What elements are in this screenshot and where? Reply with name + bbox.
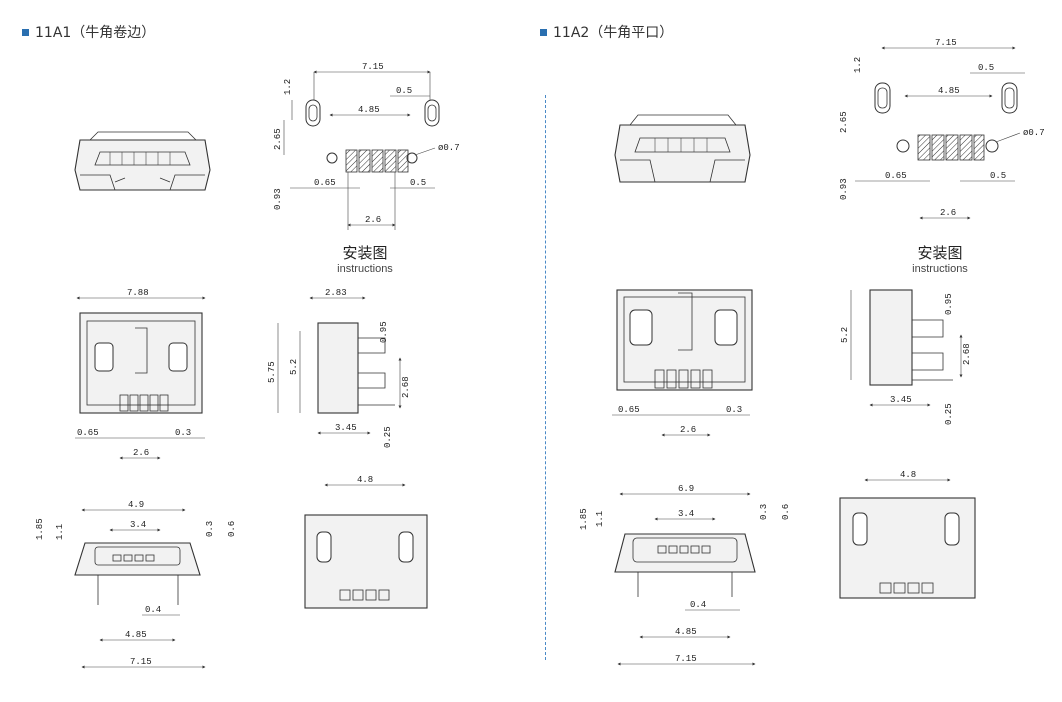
dim-label: 0.65 [885,171,907,181]
dim-label: 4.8 [900,470,916,480]
dim-label: 0.25 [383,426,393,448]
dim-label: 0.93 [273,188,283,210]
dim-label: 0.3 [759,504,769,520]
dim-label: 5.2 [289,359,299,375]
dim-label: 0.5 [978,63,994,73]
back-view-left: 4.8 [304,475,428,609]
install-caption-right: 安装图 instructions [895,242,985,275]
dim-label: 4.85 [675,627,697,637]
dim-label: 7.15 [675,654,697,664]
dim-label: 5.75 [267,361,277,383]
dim-label: 0.65 [618,405,640,415]
section-title-11a1: 11A1（牛角卷边） [22,22,155,42]
top-view-right: 0.65 0.3 2.6 [612,289,753,437]
dim-label: 4.85 [358,105,380,115]
dim-label: 7.15 [130,657,152,667]
side-view-left: 2.83 5.75 5.2 0.95 2.68 0.25 3.45 [267,288,411,448]
dim-label: 2.6 [133,448,149,458]
dim-label: 0.3 [175,428,191,438]
dim-label: 0.3 [726,405,742,415]
dim-label: 7.15 [935,38,957,48]
dim-label: 0.5 [396,86,412,96]
section-title-text: 11A2（牛角平口） [553,25,674,41]
caption-zh: 安装图 [917,244,963,262]
dim-label: 2.6 [680,425,696,435]
dim-label: 3.4 [130,520,146,530]
dim-label: 2.68 [401,376,411,398]
dim-label: 0.5 [990,171,1006,181]
back-view-right: 4.8 [839,470,976,599]
footprint-right: 7.15 0.5 4.85 1.2 2.65 0.93 ø0.7 0.65 0.… [839,38,1045,220]
dim-label: 2.65 [839,111,849,133]
dim-label: 0.6 [227,521,237,537]
dim-label: 1.2 [853,57,863,73]
dim-label: ø0.7 [1023,128,1045,138]
dim-label: 7.88 [127,288,149,298]
caption-en: instructions [912,263,968,275]
dim-label: 1.85 [35,518,45,540]
dim-label: 1.1 [55,524,65,540]
dim-label: 0.4 [690,600,706,610]
section-title-11a2: 11A2（牛角平口） [540,22,673,42]
dim-label: 3.45 [890,395,912,405]
dim-label: 0.65 [77,428,99,438]
dim-label: 2.65 [273,128,283,150]
footprint-left: 7.15 4.85 0.5 1.2 2.65 0.93 ø0.7 0.65 0.… [273,62,460,230]
dim-label: 0.4 [145,605,161,615]
dim-label: 2.6 [365,215,381,225]
dim-label: 1.1 [595,511,605,527]
section-title-text: 11A1（牛角卷边） [35,25,156,41]
dim-label: 0.95 [944,293,954,315]
dim-label: 5.2 [840,327,850,343]
side-view-right: 5.2 0.95 2.68 3.45 0.25 [840,289,972,425]
dim-label: 3.4 [678,509,694,519]
dim-label: 1.2 [283,79,293,95]
dim-label: 2.83 [325,288,347,298]
dim-label: 4.9 [128,500,144,510]
dim-label: 7.15 [362,62,384,72]
dim-label: 1.85 [579,508,589,530]
bullet-square-icon [22,28,29,36]
dim-label: 4.8 [357,475,373,485]
dim-label: 0.25 [944,403,954,425]
dim-label: 2.6 [940,208,956,218]
caption-zh: 安装图 [342,244,388,262]
bullet-square-icon [540,28,547,36]
front-view-left: 4.9 3.4 1.85 1.1 0.3 0.6 0.4 4.85 7.15 [35,500,237,669]
front-view-right: 6.9 3.4 1.85 1.1 0.3 0.6 0.4 4.85 7.15 [579,484,791,666]
dim-label: 3.45 [335,423,357,433]
dim-label: 0.6 [781,504,791,520]
dim-label: 0.95 [379,321,389,343]
dim-label: 0.5 [410,178,426,188]
dim-label: 0.65 [314,178,336,188]
iso-view-right [614,114,751,183]
section-divider [545,95,546,660]
dim-label: 0.93 [839,178,849,200]
dim-label: 4.85 [125,630,147,640]
top-view-left: 7.88 0.65 0.3 2.6 [75,288,206,460]
caption-en: instructions [337,263,393,275]
install-caption-left: 安装图 instructions [320,242,410,275]
dim-label: ø0.7 [438,143,460,153]
iso-view-left [74,131,211,191]
dim-label: 6.9 [678,484,694,494]
dim-label: 0.3 [205,521,215,537]
dim-label: 2.68 [962,343,972,365]
dim-label: 4.85 [938,86,960,96]
